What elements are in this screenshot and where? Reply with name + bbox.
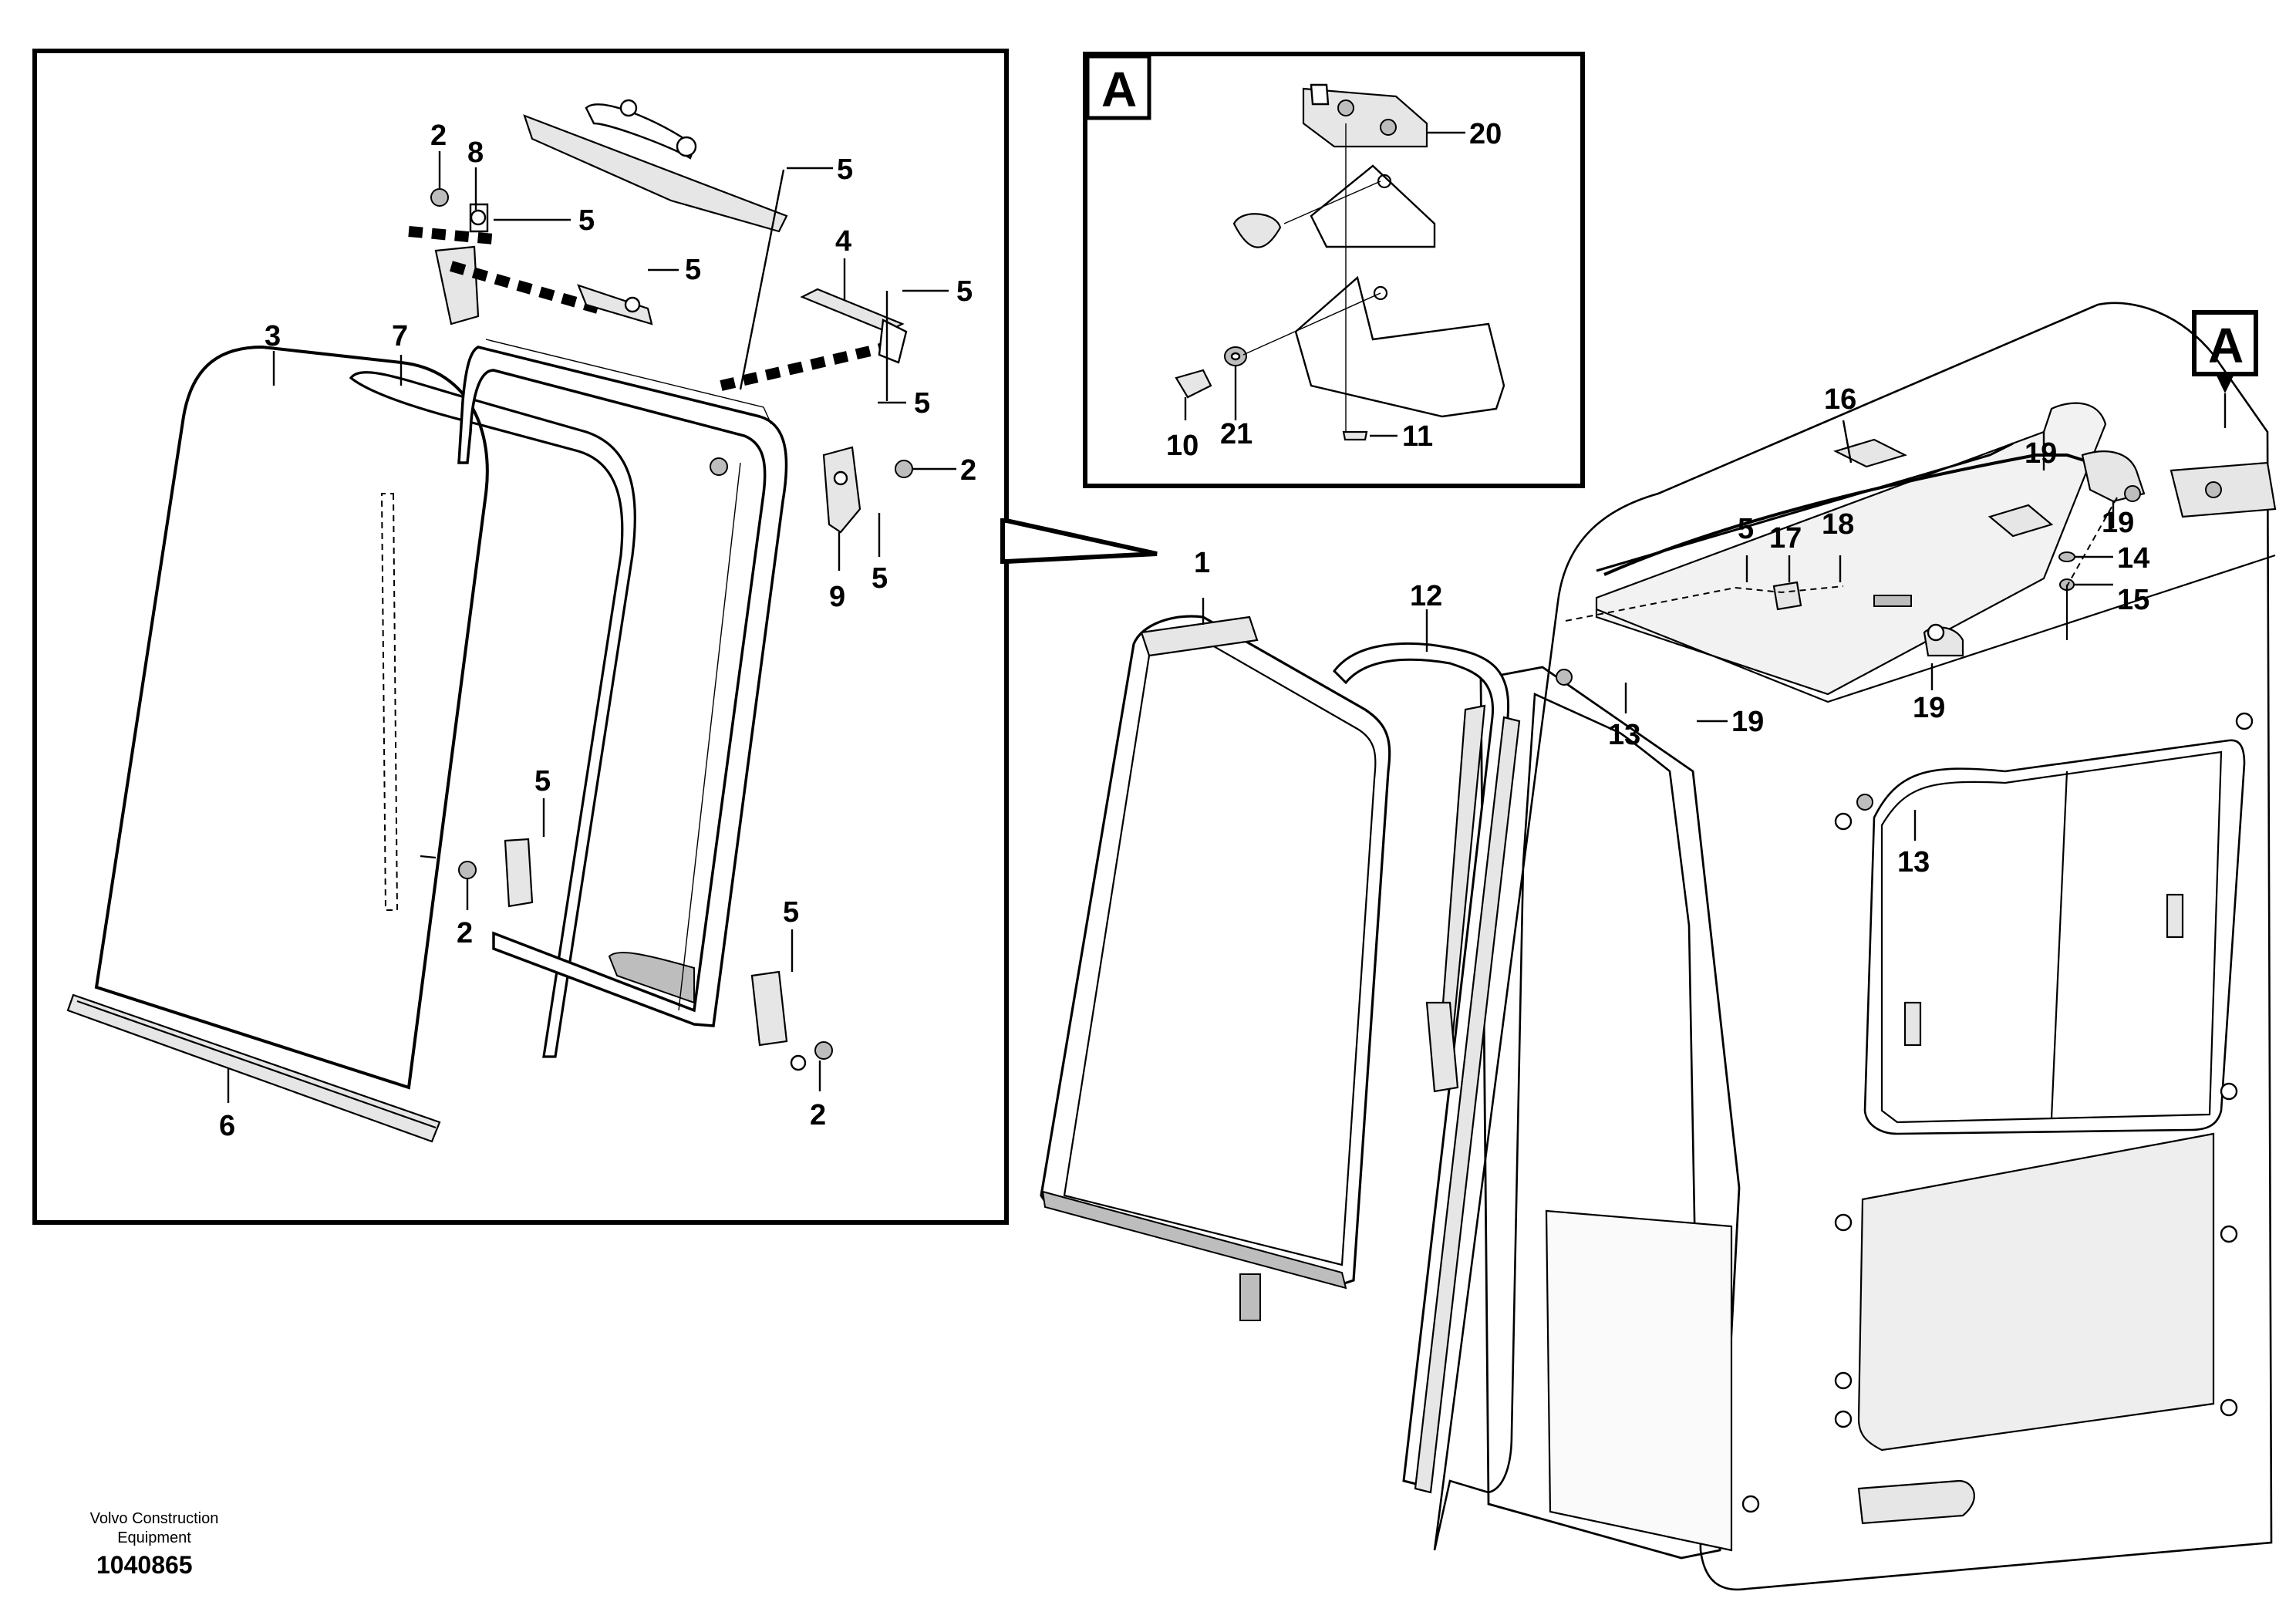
callout-2c: 2 [457,917,473,949]
callout-18: 18 [1822,508,1854,541]
callout-19b: 19 [2102,507,2134,539]
part-14-washer [2058,551,2075,562]
part-16-cable [1603,454,2129,576]
cab-marker-arrow [2216,374,2234,393]
callout-5g: 5 [534,765,551,798]
part-3-glass-pane [94,345,489,1090]
part-13-bushing-a [1556,669,1573,686]
part-21-washer [1224,346,1247,366]
detail-bracket-lower [1294,275,1505,418]
callout-5e: 5 [914,387,930,420]
callout-21: 21 [1220,418,1253,450]
callout-5b: 5 [837,153,853,186]
callout-13a: 13 [1608,719,1640,751]
callout-5a: 5 [578,204,595,237]
wiper-arm [1425,704,1486,1093]
cab-marker-label: A [2208,318,2244,373]
callout-19d: 19 [1913,692,1945,724]
brand-line-1: Volvo Construction [90,1510,219,1527]
hatch-leader-1 [408,226,494,244]
callout-3: 3 [265,320,281,352]
door-handle-bracket [523,99,788,233]
callout-8: 8 [467,137,484,169]
callout-12: 12 [1410,580,1442,612]
callout-7: 7 [392,320,408,352]
detail-a-label-box [1085,54,1151,120]
brand-line-2: Equipment [117,1529,191,1546]
cab-marker-latch [2170,461,2277,518]
callout-1: 1 [1194,547,1210,579]
callout-5i: 5 [1738,513,1754,545]
part-4-lock-lever [800,288,908,364]
detail-bracket-upper [1232,164,1436,248]
part-13-bushing-b [1856,794,1873,811]
callout-5h: 5 [783,896,799,929]
part-10-bolt [1175,369,1212,399]
exploded-view-frame [32,49,1009,1225]
part-11-screw [1342,430,1368,441]
part-1-door-panel [1040,615,1391,1321]
lower-hinge-right [750,970,833,1071]
callout-11: 11 [1402,420,1433,453]
part-6-bottom-seal [66,993,441,1143]
callout-15: 15 [2117,584,2149,616]
hatch-leader-3 [720,342,888,391]
leader-5-long [739,169,785,390]
hatch-leader-2 [450,261,599,314]
callout-14: 14 [2117,542,2149,575]
part-9-side-latch [710,446,913,534]
door-frame-exploded [457,339,788,1027]
callout-2b: 2 [960,454,976,487]
leader-16 [1842,420,1853,464]
callout-6: 6 [219,1110,235,1142]
upper-hinge [430,188,489,325]
cab-body [1433,302,2276,1591]
part-17-clip [1772,581,1802,611]
callout-16: 16 [1824,383,1856,416]
part-20-lock-latch [1302,83,1428,148]
detail-axis-2 [1242,292,1381,356]
callout-9: 9 [829,581,845,613]
callout-4: 4 [835,225,851,258]
callout-2a: 2 [430,120,447,152]
callout-5d: 5 [956,275,973,308]
detail-a-label: A [1101,62,1137,117]
lower-hinge-left [420,838,534,908]
upper-latch-bracket [577,284,653,325]
document-number: 1040865 [96,1551,193,1579]
part-19-roof-switch [2081,450,2146,503]
callout-19c: 19 [1731,706,1764,738]
callout-17: 17 [1769,522,1802,555]
callout-19a: 19 [2025,437,2057,470]
callout-13b: 13 [1897,846,1930,878]
detail-connector [1006,518,1158,564]
part-19-roof-bolt [1923,623,1964,657]
cable-route [1565,585,1844,622]
callout-20: 20 [1469,118,1502,150]
detail-axis-3 [1283,180,1381,224]
part-12-door-seal [1333,642,1521,1494]
callout-10: 10 [1166,430,1199,462]
callout-5f: 5 [872,562,888,595]
callout-2d: 2 [810,1099,826,1131]
detail-a-frame [1083,52,1585,488]
part-7-glass-seal [349,371,636,1058]
callout-5c: 5 [685,254,701,286]
